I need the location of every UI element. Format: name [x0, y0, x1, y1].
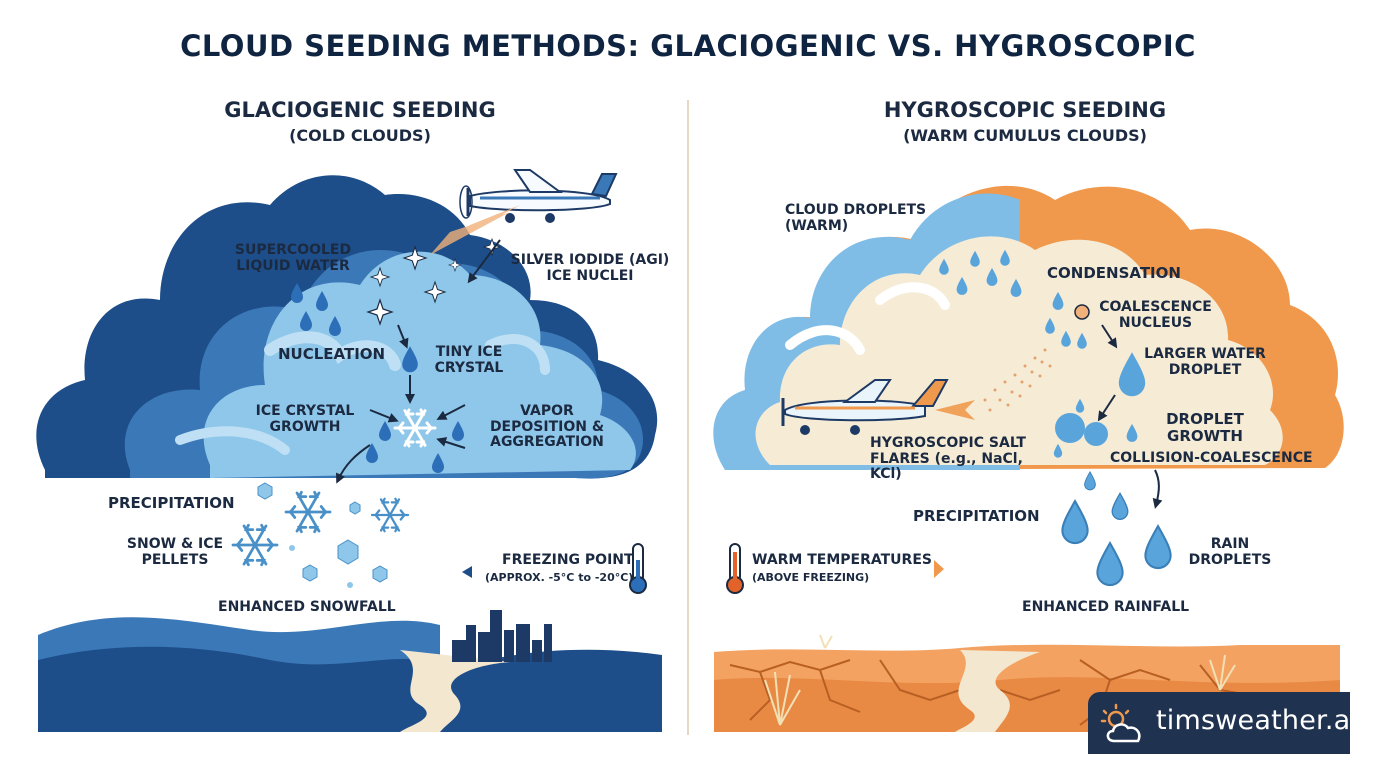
label-precipitation-right: PRECIPITATION — [913, 507, 1040, 525]
label-tiny-ice-crystal: TINY ICE CRYSTAL — [434, 344, 504, 376]
label-salt-flares: HYGROSCOPIC SALT FLARES (e.g., NaCl, KCl… — [870, 435, 1026, 483]
label-vapor-deposition: VAPOR DEPOSITION & AGGREGATION — [489, 403, 605, 451]
glaciogenic-heading: GLACIOGENIC SEEDING — [224, 98, 496, 122]
label-condensation: CONDENSATION — [1047, 264, 1181, 282]
glaciogenic-cloud — [36, 175, 658, 479]
label-warm-temperatures: WARM TEMPERATURES — [752, 552, 932, 568]
label-freezing-point: FREEZING POINT — [502, 552, 634, 568]
thermometer-icon-left — [629, 543, 647, 594]
dry-grass — [764, 634, 1236, 726]
city-skyline — [452, 610, 552, 662]
seeding-plane-left — [459, 169, 618, 223]
label-freezing-range: (APPROX. -5°C to -20°C) — [485, 571, 634, 584]
label-above-freezing: (ABOVE FREEZING) — [752, 571, 870, 584]
brand-badge — [1088, 692, 1350, 754]
coalescence-nucleus — [1074, 304, 1090, 320]
seeding-plane-right — [781, 379, 949, 435]
label-collision-coalescence: COLLISION-COALESCENCE — [1110, 450, 1313, 466]
label-cloud-droplets: CLOUD DROPLETS (WARM) — [785, 202, 927, 234]
merging-droplets — [1055, 413, 1108, 446]
label-enhanced-snowfall: ENHANCED SNOWFALL — [218, 599, 396, 615]
label-supercooled: SUPERCOOLED LIQUID WATER — [234, 242, 352, 274]
label-larger-droplet: LARGER WATER DROPLET — [1144, 346, 1266, 378]
label-droplet-growth: DROPLET GROWTH — [1166, 410, 1244, 445]
salt-particles — [983, 348, 1052, 412]
label-snow-ice-pellets: SNOW & ICE PELLETS — [126, 536, 224, 568]
label-coalescence-nucleus: COALESCENCE NUCLEUS — [1099, 299, 1212, 331]
snowy-landscape — [38, 610, 662, 732]
brand-name: timsweather.au — [1156, 705, 1368, 736]
label-rain-droplets: RAIN DROPLETS — [1188, 536, 1272, 568]
label-precipitation-left: PRECIPITATION — [108, 494, 235, 512]
main-title: CLOUD SEEDING METHODS: GLACIOGENIC vs. H… — [180, 29, 1196, 63]
label-enhanced-rainfall: ENHANCED RAINFALL — [1022, 599, 1190, 615]
hygroscopic-subheading: (WARM CUMULUS CLOUDS) — [903, 126, 1147, 145]
thermometer-icon-right — [726, 543, 744, 594]
label-ice-crystal-growth: ICE CRYSTAL GROWTH — [255, 403, 355, 435]
label-nucleation: NUCLEATION — [278, 345, 386, 363]
glaciogenic-subheading: (COLD CLOUDS) — [289, 126, 431, 145]
ice-pellets — [257, 482, 388, 583]
sun-cloud-icon — [1100, 703, 1141, 743]
hygroscopic-heading: HYGROSCOPIC SEEDING — [883, 98, 1167, 122]
label-silver-iodide: SILVER IODIDE (AgI) ICE NUCLEI — [510, 252, 670, 284]
